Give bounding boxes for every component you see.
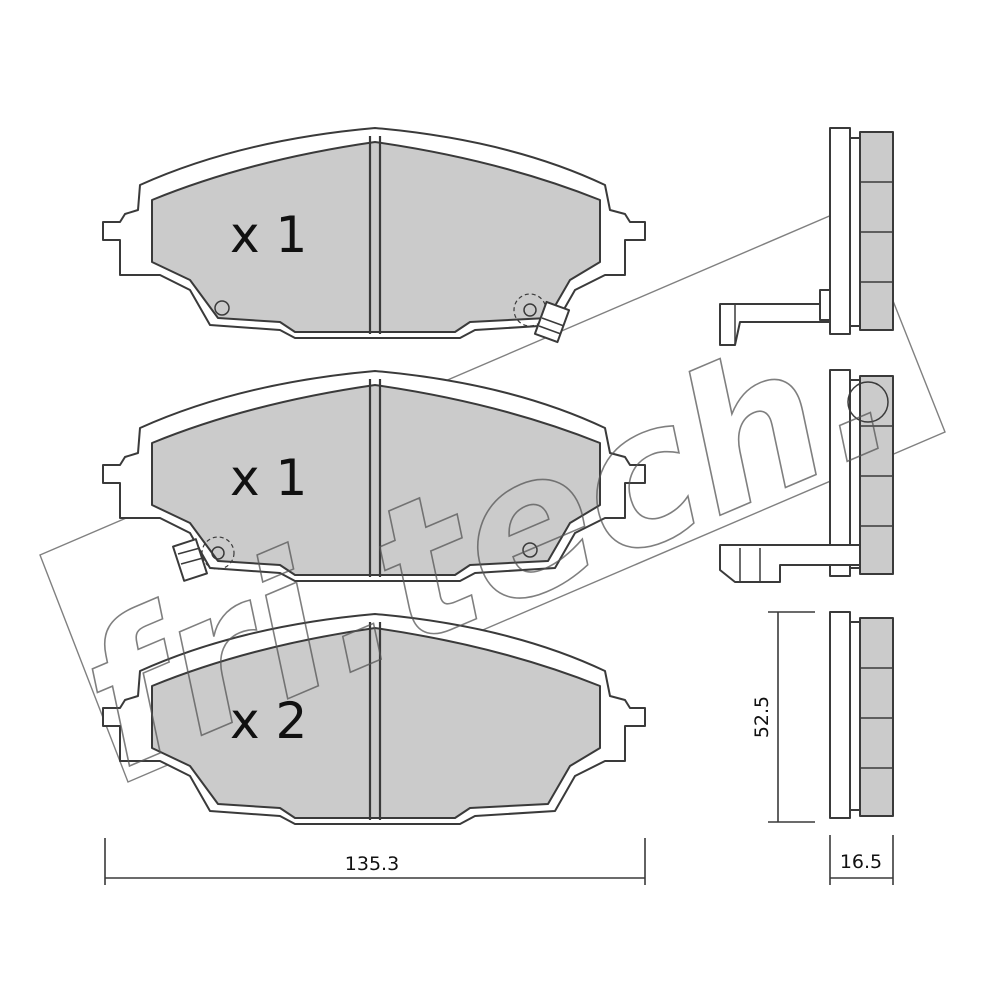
brake-pad-3: x 2 [101, 612, 647, 826]
height-dimension: 52.5 [751, 611, 815, 823]
wear-sensor-clip-icon [719, 544, 861, 583]
pad-2-quantity: x 1 [230, 449, 307, 507]
brake-pad-1: x 1 [101, 126, 647, 344]
pad-3-quantity: x 2 [230, 692, 307, 750]
side-view-2 [719, 369, 894, 583]
side-view-3 [829, 611, 894, 819]
wear-sensor-clip-icon [533, 300, 571, 344]
height-dimension-label: 52.5 [751, 696, 773, 738]
pad-1-quantity: x 1 [230, 206, 307, 264]
sensor-location-marker [847, 381, 889, 423]
width-dimension: 135.3 [104, 838, 646, 885]
watermark-frame [39, 204, 946, 783]
sensor-location-marker [201, 536, 235, 570]
wear-sensor-hole [214, 300, 230, 316]
wear-sensor-hole [522, 542, 538, 558]
side-view-1 [719, 127, 894, 346]
wear-sensor-clip-icon [172, 538, 208, 582]
width-dimension-label: 135.3 [345, 853, 399, 875]
thickness-dimension-label: 16.5 [840, 851, 882, 873]
thickness-dimension: 16.5 [829, 835, 894, 885]
wear-sensor-clip-icon [719, 289, 831, 346]
brake-pad-2: x 1 [101, 369, 647, 583]
